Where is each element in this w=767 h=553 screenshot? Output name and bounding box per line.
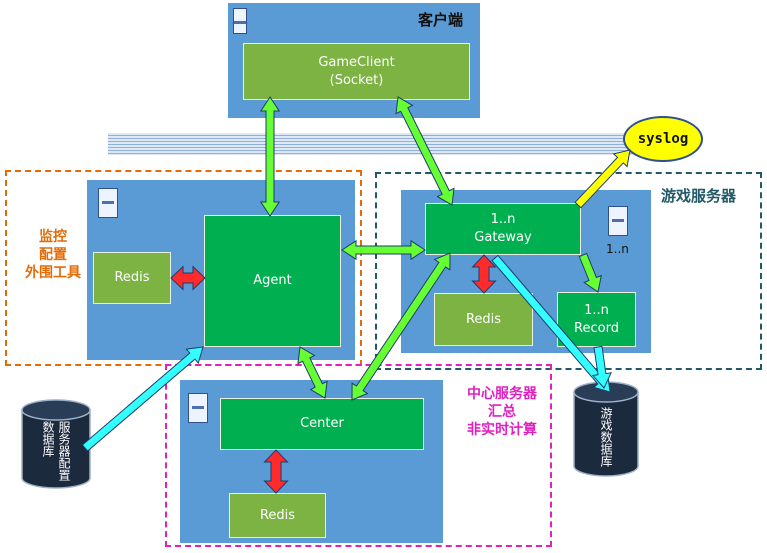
gateway-label: Gateway xyxy=(474,230,532,245)
arrow-gateway-redis xyxy=(471,254,497,294)
arrow-agent-center xyxy=(297,346,328,399)
arrow-agent-gateway xyxy=(341,239,426,261)
center-title-line3: 非实时计算 xyxy=(467,422,537,438)
arrow-center-redis xyxy=(263,449,289,494)
monitor-label-line3: 外围工具 xyxy=(25,265,81,281)
gateway-box: 1..n Gateway xyxy=(425,203,581,255)
db-left-text: 服务器配置数据库 xyxy=(41,421,71,481)
center-server-icon xyxy=(188,393,208,423)
game-server-icon xyxy=(608,206,628,236)
game-server-count: 1..n xyxy=(606,242,629,256)
network-bar xyxy=(108,133,648,155)
syslog-label: syslog xyxy=(637,131,689,147)
agent-redis-label: Redis xyxy=(114,270,150,285)
arrow-gateway-record xyxy=(578,252,602,293)
arrow-gateway-gamedb xyxy=(491,254,611,393)
arrow-redis-agent xyxy=(170,265,206,291)
gameclient-label: GameClient xyxy=(318,54,395,70)
arrow-client-gateway xyxy=(395,96,455,206)
monitor-label-line1: 监控 xyxy=(39,229,67,245)
game-redis-label: Redis xyxy=(465,311,502,327)
agent-label: Agent xyxy=(253,273,292,288)
gameclient-sub-label: (Socket) xyxy=(329,72,384,88)
syslog-ellipse: syslog xyxy=(623,116,703,162)
center-box: Center xyxy=(220,398,424,450)
game-server-zone-border xyxy=(375,172,762,370)
gateway-count-label: 1..n xyxy=(490,212,516,227)
game-server-title: 游戏服务器 xyxy=(661,187,737,205)
agent-server-icon xyxy=(98,188,118,218)
arrow-configdb-agent xyxy=(81,346,204,452)
db-left-label: 服务器配置数据库 xyxy=(24,420,88,486)
center-title: 中心服务器 汇总 非实时计算 xyxy=(450,385,554,439)
db-right-text: 游戏数据库 xyxy=(599,407,613,467)
db-right-label: 游戏数据库 xyxy=(576,402,636,472)
monitor-label: 监控 配置 外围工具 xyxy=(18,228,88,282)
game-redis-box: Redis xyxy=(434,293,533,346)
monitor-label-line2: 配置 xyxy=(39,247,67,263)
arrow-gateway-syslog xyxy=(574,149,631,209)
agent-box: Agent xyxy=(204,215,341,347)
center-title-line2: 汇总 xyxy=(488,404,516,420)
arrow-record-gamedb xyxy=(591,345,612,389)
center-label: Center xyxy=(300,416,344,431)
center-title-line1: 中心服务器 xyxy=(467,386,537,402)
client-phone-icon xyxy=(233,8,247,34)
center-zone-border xyxy=(165,364,552,547)
record-box: 1..n Record xyxy=(557,292,636,347)
arrow-gateway-center xyxy=(351,252,451,401)
record-label: Record xyxy=(574,320,619,336)
center-redis-label: Redis xyxy=(259,507,296,523)
db-left-cylinder xyxy=(21,399,91,489)
client-title: 客户端 xyxy=(418,11,464,29)
record-count-label: 1..n xyxy=(584,302,609,318)
gameclient-box: GameClient (Socket) xyxy=(243,43,470,100)
arrow-client-agent xyxy=(259,96,281,217)
center-redis-box: Redis xyxy=(229,493,326,538)
